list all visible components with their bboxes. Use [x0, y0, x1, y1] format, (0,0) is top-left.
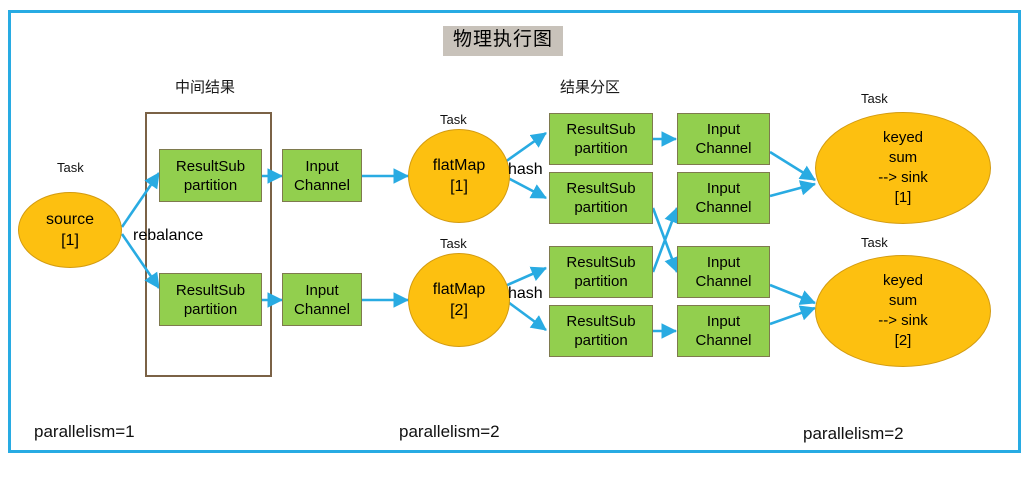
box-ic1-line2: Channel	[294, 176, 350, 194]
box-rsp5-line2: partition	[574, 273, 628, 290]
task-label-flatmap-1: Task	[440, 112, 467, 127]
box-input-channel-4[interactable]: Input Channel	[677, 172, 770, 224]
node-keyedsum1-line3: --> sink	[878, 169, 928, 186]
node-keyedsum1-line4: [1]	[894, 189, 912, 206]
parallelism-label-sink: parallelism=2	[803, 424, 904, 443]
node-flatmap1-line2: [1]	[450, 178, 468, 195]
node-source-line1: source	[45, 211, 95, 228]
box-ic2-line1: Input	[305, 281, 339, 299]
node-keyedsum2-line1: keyed	[882, 272, 924, 289]
caption-result-partition: 结果分区	[560, 79, 621, 96]
box-ic4-line2: Channel	[695, 199, 752, 216]
box-resultsubpartition-4[interactable]: ResultSub partition	[549, 172, 653, 224]
box-input-channel-5[interactable]: Input Channel	[677, 246, 770, 298]
box-ic4-line1: Input	[706, 180, 741, 197]
task-label-keyedsum-2: Task	[861, 235, 888, 250]
node-keyedsum2-line2: sum	[888, 292, 918, 309]
box-rsp3-line2: partition	[574, 140, 628, 157]
box-input-channel-2[interactable]: Input Channel	[282, 273, 362, 326]
node-flatmap2-line2: [2]	[450, 302, 468, 319]
box-rsp2-line1: ResultSub	[175, 281, 246, 299]
box-rsp3-line1: ResultSub	[566, 121, 636, 138]
box-ic5-line1: Input	[706, 254, 741, 271]
box-resultsubpartition-2[interactable]: ResultSub partition	[159, 273, 262, 326]
box-resultsubpartition-1[interactable]: ResultSub partition	[159, 149, 262, 202]
box-ic1-line1: Input	[305, 157, 339, 175]
node-keyed-sum-1[interactable]: keyed sum --> sink [1]	[815, 112, 991, 224]
box-rsp4-line1: ResultSub	[566, 180, 636, 197]
node-keyedsum2-line4: [2]	[894, 332, 912, 349]
box-rsp2-line2: partition	[183, 300, 238, 318]
node-flatmap1-line1: flatMap	[432, 157, 486, 174]
box-rsp6-line2: partition	[574, 332, 628, 349]
box-resultsubpartition-5[interactable]: ResultSub partition	[549, 246, 653, 298]
box-resultsubpartition-3[interactable]: ResultSub partition	[549, 113, 653, 165]
node-flatmap2-line1: flatMap	[432, 281, 486, 298]
parallelism-label-source: parallelism=1	[34, 422, 135, 441]
box-input-channel-6[interactable]: Input Channel	[677, 305, 770, 357]
node-keyedsum1-line1: keyed	[882, 129, 924, 146]
box-rsp6-line1: ResultSub	[566, 313, 636, 330]
box-rsp1-line1: ResultSub	[175, 157, 246, 175]
box-input-channel-1[interactable]: Input Channel	[282, 149, 362, 202]
task-label-keyedsum-1: Task	[861, 91, 888, 106]
node-source-line2: [1]	[61, 232, 79, 249]
edge-label-hash-1: hash	[508, 161, 543, 178]
node-flatmap-2[interactable]: flatMap [2]	[408, 253, 510, 347]
box-resultsubpartition-6[interactable]: ResultSub partition	[549, 305, 653, 357]
outer-frame	[8, 10, 1021, 453]
box-input-channel-3[interactable]: Input Channel	[677, 113, 770, 165]
box-ic5-line2: Channel	[695, 273, 752, 290]
node-keyedsum1-line2: sum	[888, 149, 918, 166]
edge-label-rebalance: rebalance	[133, 227, 204, 244]
box-ic3-line2: Channel	[695, 140, 752, 157]
caption-intermediate-result: 中间结果	[175, 79, 236, 96]
node-keyed-sum-2[interactable]: keyed sum --> sink [2]	[815, 255, 991, 367]
box-rsp4-line2: partition	[574, 199, 628, 216]
box-ic6-line2: Channel	[695, 332, 752, 349]
node-flatmap-1[interactable]: flatMap [1]	[408, 129, 510, 223]
page-title: 物理执行图	[443, 26, 564, 56]
box-ic6-line1: Input	[706, 313, 741, 330]
box-ic3-line1: Input	[706, 121, 741, 138]
task-label-flatmap-2: Task	[440, 236, 467, 251]
edge-label-hash-2: hash	[508, 285, 543, 302]
parallelism-label-flatmap: parallelism=2	[399, 422, 500, 441]
box-rsp5-line1: ResultSub	[566, 254, 636, 271]
task-label-source: Task	[57, 160, 84, 175]
node-source[interactable]: source [1]	[18, 192, 122, 268]
node-keyedsum2-line3: --> sink	[878, 312, 928, 329]
box-ic2-line2: Channel	[294, 300, 350, 318]
box-rsp1-line2: partition	[183, 176, 238, 194]
